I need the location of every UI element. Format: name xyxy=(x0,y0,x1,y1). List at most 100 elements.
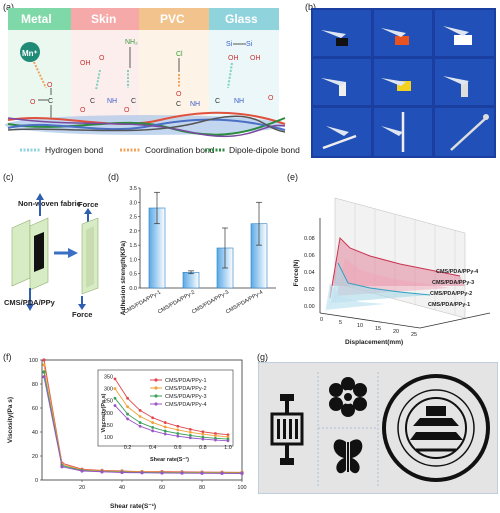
panel-label-a: (a) xyxy=(3,2,14,12)
inset-ytick: 200 xyxy=(104,411,113,417)
inset-ytick: 100 xyxy=(104,435,113,441)
inset-point xyxy=(151,421,155,424)
svg-text:O: O xyxy=(80,107,86,114)
inset-point xyxy=(163,425,167,429)
inset-xtick: 0.6 xyxy=(174,445,182,451)
inset-point xyxy=(151,429,155,433)
panel-f-xtick: 100 xyxy=(237,485,246,491)
svg-text:0.02: 0.02 xyxy=(304,287,315,293)
panel-f-plot-area xyxy=(41,359,243,481)
fabric-left xyxy=(11,219,31,287)
label-ppy4: CMS/PDA/PPy-4 xyxy=(436,269,479,275)
inset-point xyxy=(214,432,217,435)
svg-text:Si: Si xyxy=(246,41,253,48)
inset-point xyxy=(188,436,192,440)
svg-text:0.06: 0.06 xyxy=(304,253,315,259)
inset-series-line xyxy=(114,405,229,442)
svg-text:10: 10 xyxy=(357,323,363,329)
inset-xlabel: Shear rate(S⁻¹) xyxy=(150,456,189,463)
inset-point xyxy=(188,434,192,437)
data-point xyxy=(100,470,104,474)
svg-text:15: 15 xyxy=(375,326,381,332)
inset-point xyxy=(176,434,180,438)
panel-f-xtick: 80 xyxy=(199,485,205,491)
inset-point xyxy=(214,434,217,438)
inset-xtick: 0.2 xyxy=(124,445,132,451)
data-point xyxy=(240,471,244,476)
panel-e-ylabel: Force(N) xyxy=(293,260,300,287)
cms-label: CMS/PDA/PPy xyxy=(4,298,56,307)
inset-point xyxy=(226,435,230,439)
panel-label-b: (b) xyxy=(305,2,316,12)
bar xyxy=(182,271,200,289)
panel-label-d: (d) xyxy=(108,172,119,182)
panel-d-ytick: 1.5 xyxy=(129,243,137,249)
panel-b-photo-grid xyxy=(311,8,496,158)
panel-d-ytick: 2.5 xyxy=(129,215,137,221)
panel-f-xtick: 40 xyxy=(119,485,125,491)
inset-point xyxy=(201,435,205,439)
inset-point xyxy=(113,396,117,400)
metal-label: Metal xyxy=(21,12,52,26)
svg-text:C: C xyxy=(90,98,95,105)
panel-d-xtick: CMS/PDA/PPy-4 xyxy=(225,290,264,316)
data-point xyxy=(200,471,204,475)
inset-point xyxy=(138,421,142,424)
data-point xyxy=(140,471,144,475)
panel-d-ytick: 3.5 xyxy=(129,186,137,192)
data-point xyxy=(60,465,64,469)
data-point xyxy=(42,358,46,362)
svg-text:NH: NH xyxy=(190,101,200,108)
svg-text:C: C xyxy=(215,98,220,105)
metal-header-box xyxy=(8,8,71,30)
inset-ytick: 250 xyxy=(104,399,113,405)
skin-label: Skin xyxy=(91,12,116,26)
svg-text:NH₂: NH₂ xyxy=(125,39,138,46)
inset-point xyxy=(151,426,155,429)
printed-seal xyxy=(382,374,490,482)
inset-point xyxy=(176,428,180,432)
inset-point xyxy=(138,424,142,428)
panel-f-xlabel: Shear rate(S⁻¹) xyxy=(110,503,156,510)
svg-text:O: O xyxy=(30,99,36,106)
inset-point xyxy=(214,438,217,442)
svg-text:NH: NH xyxy=(107,98,117,105)
nonwoven-label: Non-woven fabric xyxy=(18,199,81,208)
data-point xyxy=(42,370,46,374)
pvc-label: PVC xyxy=(160,12,185,26)
panel-g-photo xyxy=(258,362,498,494)
inset-point xyxy=(226,433,230,437)
sample-tube xyxy=(339,82,346,96)
data-point xyxy=(160,471,164,475)
label-ppy3: CMS/PDA/PPy-3 xyxy=(432,280,474,286)
inset-point xyxy=(176,424,180,428)
panel-f-ytick: 40 xyxy=(32,430,38,436)
inset-ytick: 300 xyxy=(104,387,113,393)
inset-point xyxy=(176,432,180,435)
panel-d-bar-chart: Adhesion strength(KPa) 0.00.51.01.52.02.… xyxy=(120,186,276,316)
svg-text:O: O xyxy=(176,91,182,98)
panel-d-ytick: 0.0 xyxy=(129,286,137,292)
panel-d-ylabel: Adhesion strength(KPa) xyxy=(120,241,127,315)
legend-dipole-bond: Dipole-dipole bond xyxy=(229,145,300,155)
panel-f-ytick: 100 xyxy=(29,358,38,364)
svg-text:5: 5 xyxy=(339,320,342,326)
svg-text:Si: Si xyxy=(226,41,233,48)
printed-butterfly xyxy=(333,439,363,474)
inset-series-line xyxy=(114,388,229,438)
curve-ppy2 xyxy=(330,263,430,308)
panel-d-ytick: 2.0 xyxy=(129,229,137,235)
sample-white xyxy=(454,35,472,45)
inset-point xyxy=(126,396,129,400)
panel-label-f: (f) xyxy=(3,352,12,362)
panel-f-xtick: 60 xyxy=(159,485,165,491)
cms-film-left xyxy=(34,232,44,272)
panel-f-ytick: 0 xyxy=(35,478,38,484)
inset-point xyxy=(113,377,117,381)
printed-flower xyxy=(329,377,367,417)
inset-series-line xyxy=(114,378,229,436)
legend-coordination-bond: Coordination bond xyxy=(145,145,215,155)
svg-text:C: C xyxy=(48,98,53,105)
curve-ppy1 xyxy=(325,283,385,313)
panel-a-schematic: Metal Skin PVC Glass Mn⁺ O C O OH O NH₂ … xyxy=(5,8,300,155)
